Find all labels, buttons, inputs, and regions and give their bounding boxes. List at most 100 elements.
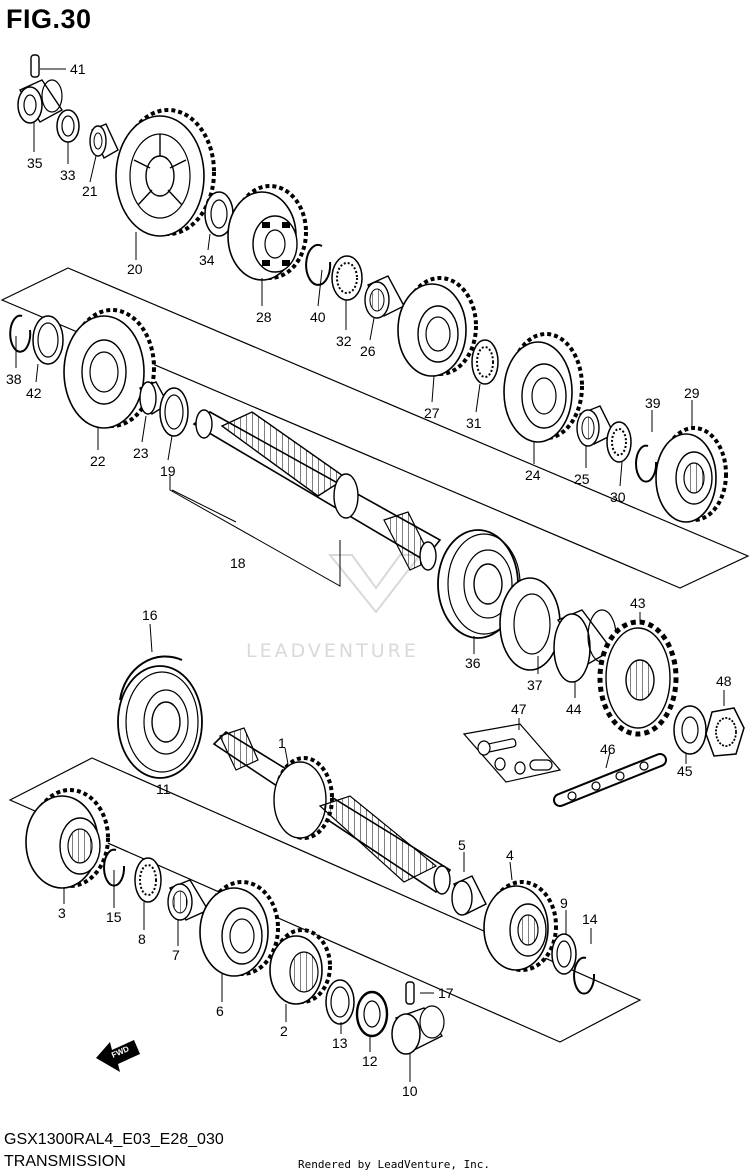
- part-9-washer: [551, 933, 577, 975]
- callout-9: 9: [560, 895, 568, 911]
- part-27-gear: [397, 276, 478, 377]
- part-24-gear: [503, 332, 584, 443]
- part-33-washer: [56, 109, 80, 143]
- part-13-washer: [325, 979, 355, 1025]
- callout-1: 1: [278, 735, 286, 751]
- callout-40: 40: [310, 309, 326, 325]
- callout-4: 4: [506, 847, 514, 863]
- callout-39: 39: [645, 395, 661, 411]
- callout-38: 38: [6, 371, 22, 387]
- part-45-washer: [673, 705, 707, 755]
- part-38-circlip: [9, 314, 32, 353]
- callout-46: 46: [600, 741, 616, 757]
- callout-33: 33: [60, 167, 76, 183]
- callout-43: 43: [630, 595, 646, 611]
- part-42-washer: [32, 315, 64, 365]
- part-31-washer: [471, 339, 499, 385]
- part-37-seal: [499, 577, 561, 671]
- render-credit: Rendered by LeadVenture, Inc.: [298, 1158, 491, 1171]
- part-15-circlip: [103, 848, 126, 887]
- part-39-circlip: [635, 444, 658, 483]
- callout-6: 6: [216, 1003, 224, 1019]
- callout-20: 20: [127, 261, 143, 277]
- callout-29: 29: [684, 385, 700, 401]
- assembly-frames: [0, 267, 750, 1043]
- callout-47: 47: [511, 701, 527, 717]
- part-4-gear: [483, 880, 558, 972]
- part-22-gear: [63, 308, 156, 429]
- callout-17: 17: [438, 985, 454, 1001]
- part-46-chain: [553, 753, 667, 807]
- part-14-circlip: [573, 956, 596, 995]
- callout-numbers: 41 35 33 21 20 34 28 40 32 26 38 42 22 2…: [6, 61, 732, 1099]
- part-30-washer: [606, 421, 632, 463]
- callout-23: 23: [133, 445, 149, 461]
- callout-44: 44: [566, 701, 582, 717]
- part-1-driveshaft: [212, 727, 452, 895]
- part-5-bushing: [451, 875, 487, 916]
- part-2-gear: [269, 928, 332, 1005]
- part-40-circlip: [305, 243, 332, 286]
- part-10-collar: [391, 1005, 445, 1055]
- callout-8: 8: [138, 931, 146, 947]
- figure-title: FIG.30: [6, 4, 92, 34]
- callout-16: 16: [142, 607, 158, 623]
- callout-15: 15: [106, 909, 122, 925]
- part-44-spacer: [553, 609, 617, 683]
- callout-11: 11: [156, 781, 171, 797]
- part-17-pin: [405, 981, 415, 1005]
- part-48-nut: [705, 707, 745, 757]
- callout-25: 25: [574, 471, 590, 487]
- callout-42: 42: [26, 385, 42, 401]
- forward-direction-arrow: FWD: [96, 1040, 140, 1072]
- callout-30: 30: [610, 489, 626, 505]
- part-7-bushing: [167, 879, 210, 921]
- callout-5: 5: [458, 837, 466, 853]
- part-35-collar: [17, 79, 64, 124]
- watermark-text: LEADVENTURE: [246, 640, 419, 662]
- part-16-circlip: [119, 655, 183, 701]
- part-28-gear: [227, 184, 308, 281]
- leader-lines: [15, 68, 725, 1082]
- callout-13: 13: [332, 1035, 348, 1051]
- part-11-bearing: [117, 665, 203, 779]
- model-code: GSX1300RAL4_E03_E28_030: [4, 1131, 224, 1148]
- callout-2: 2: [280, 1023, 288, 1039]
- callout-35: 35: [27, 155, 43, 171]
- callout-48: 48: [716, 673, 732, 689]
- callout-21: 21: [82, 183, 98, 199]
- part-41-pin: [30, 54, 40, 78]
- part-43-sprocket: [597, 619, 679, 737]
- callout-7: 7: [172, 947, 180, 963]
- callout-34: 34: [199, 252, 215, 268]
- part-26-bushing: [364, 275, 405, 319]
- callout-10: 10: [402, 1083, 418, 1099]
- callout-14: 14: [582, 911, 598, 927]
- part-3-gear: [25, 788, 110, 889]
- section-name: TRANSMISSION: [4, 1153, 126, 1170]
- callout-12: 12: [362, 1053, 378, 1069]
- watermark: LEADVENTURE: [246, 554, 423, 662]
- part-21-bushing: [89, 123, 119, 159]
- callout-19: 19: [160, 463, 176, 479]
- part-47-chain-joint: [462, 723, 562, 783]
- callout-36: 36: [465, 655, 481, 671]
- part-32-washer: [331, 255, 363, 301]
- callout-26: 26: [360, 343, 376, 359]
- callout-32: 32: [336, 333, 352, 349]
- callout-45: 45: [677, 763, 693, 779]
- callout-37: 37: [527, 677, 543, 693]
- part-8-washer: [134, 857, 162, 903]
- part-18-countershaft: [192, 409, 442, 571]
- callout-28: 28: [256, 309, 272, 325]
- part-29-gear: [655, 426, 728, 523]
- callout-3: 3: [58, 905, 66, 921]
- callout-24: 24: [525, 467, 541, 483]
- callout-22: 22: [90, 453, 106, 469]
- part-25-bushing: [576, 405, 615, 447]
- part-20-gear: [115, 108, 216, 237]
- callout-18: 18: [230, 555, 246, 571]
- part-19-washer: [159, 387, 189, 437]
- part-12-seal: [355, 990, 389, 1038]
